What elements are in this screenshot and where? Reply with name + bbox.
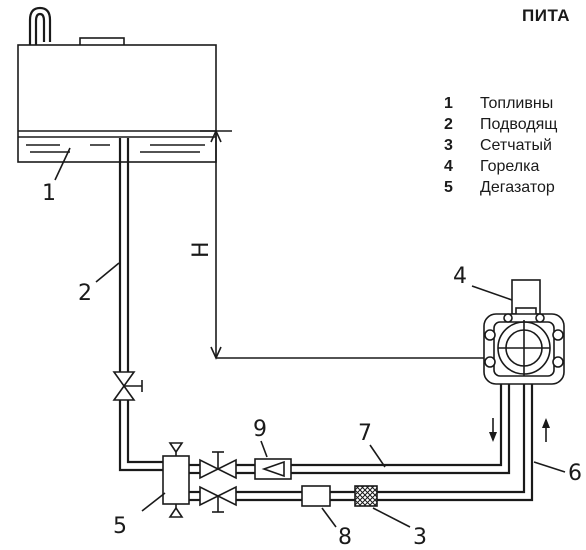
callout-6: 6 — [533, 461, 582, 486]
legend-item: 2 Подводящ — [444, 114, 557, 135]
callout-1-label: 1 — [42, 181, 56, 206]
strainer-mesh-icon — [354, 485, 378, 507]
burner — [483, 279, 565, 385]
supply-line — [118, 138, 163, 472]
vent-pipe — [28, 6, 52, 45]
callout-4-label: 4 — [453, 264, 467, 289]
dimension-arrow-up-icon — [210, 129, 222, 143]
callout-8-label: 8 — [338, 525, 352, 550]
legend-item-number: 1 — [444, 95, 453, 112]
deaerator-body — [162, 455, 190, 505]
legend-item-text: Горелка — [480, 158, 540, 175]
legend-item: 1 Топливны — [444, 93, 557, 114]
callout-1: 1 — [42, 147, 71, 206]
height-label: H — [189, 241, 214, 258]
component-8: 8 — [301, 485, 352, 550]
callout-5-label: 5 — [113, 514, 127, 539]
legend-item-number: 2 — [444, 116, 453, 133]
callout-2-label: 2 — [78, 281, 92, 306]
legend-item: 3 Сетчатый — [444, 135, 557, 156]
legend-item-text: Дегазатор — [480, 179, 555, 196]
height-dimension: H — [189, 129, 502, 360]
legend-item-number: 5 — [444, 179, 453, 196]
legend-item-text: Подводящ — [480, 116, 558, 133]
legend-title: ПИТА — [522, 6, 571, 25]
flow-up-arrow-icon — [542, 418, 550, 428]
callout-9-label: 9 — [253, 417, 267, 442]
suction-line — [189, 378, 534, 502]
legend-list: 1 Топливны 2 Подводящ 3 Сетчатый 4 Горелка 5… — [444, 93, 557, 198]
deaerator — [162, 442, 190, 518]
check-valve-arrow-icon — [261, 460, 285, 478]
callout-4: 4 — [453, 264, 513, 301]
legend-item-number: 3 — [444, 137, 453, 154]
legend-item-text: Топливны — [480, 95, 554, 112]
callout-9: 9 — [253, 417, 268, 458]
tank-body — [17, 44, 217, 163]
callout-7: 7 — [358, 421, 386, 468]
check-valve — [254, 458, 292, 480]
flow-down-arrow-icon — [489, 432, 497, 442]
strainer-filter: 3 — [354, 485, 427, 550]
shutoff-valve-vertical — [112, 371, 143, 401]
legend-item: 4 Горелка — [444, 156, 557, 177]
legend-item-number: 4 — [444, 158, 453, 175]
return-line — [189, 378, 511, 475]
legend-item-text: Сетчатый — [480, 137, 552, 154]
callout-7-label: 7 — [358, 421, 372, 446]
shutoff-valve-suction — [199, 485, 237, 513]
callout-6-label: 6 — [568, 461, 582, 486]
callout-3-label: 3 — [413, 525, 427, 550]
shutoff-valve-return — [199, 451, 237, 480]
callout-5: 5 — [113, 492, 166, 539]
flow-arrows — [489, 418, 550, 442]
fuel-tank — [17, 6, 217, 163]
callout-2: 2 — [78, 262, 120, 306]
legend-item: 5 Дегазатор — [444, 177, 557, 198]
